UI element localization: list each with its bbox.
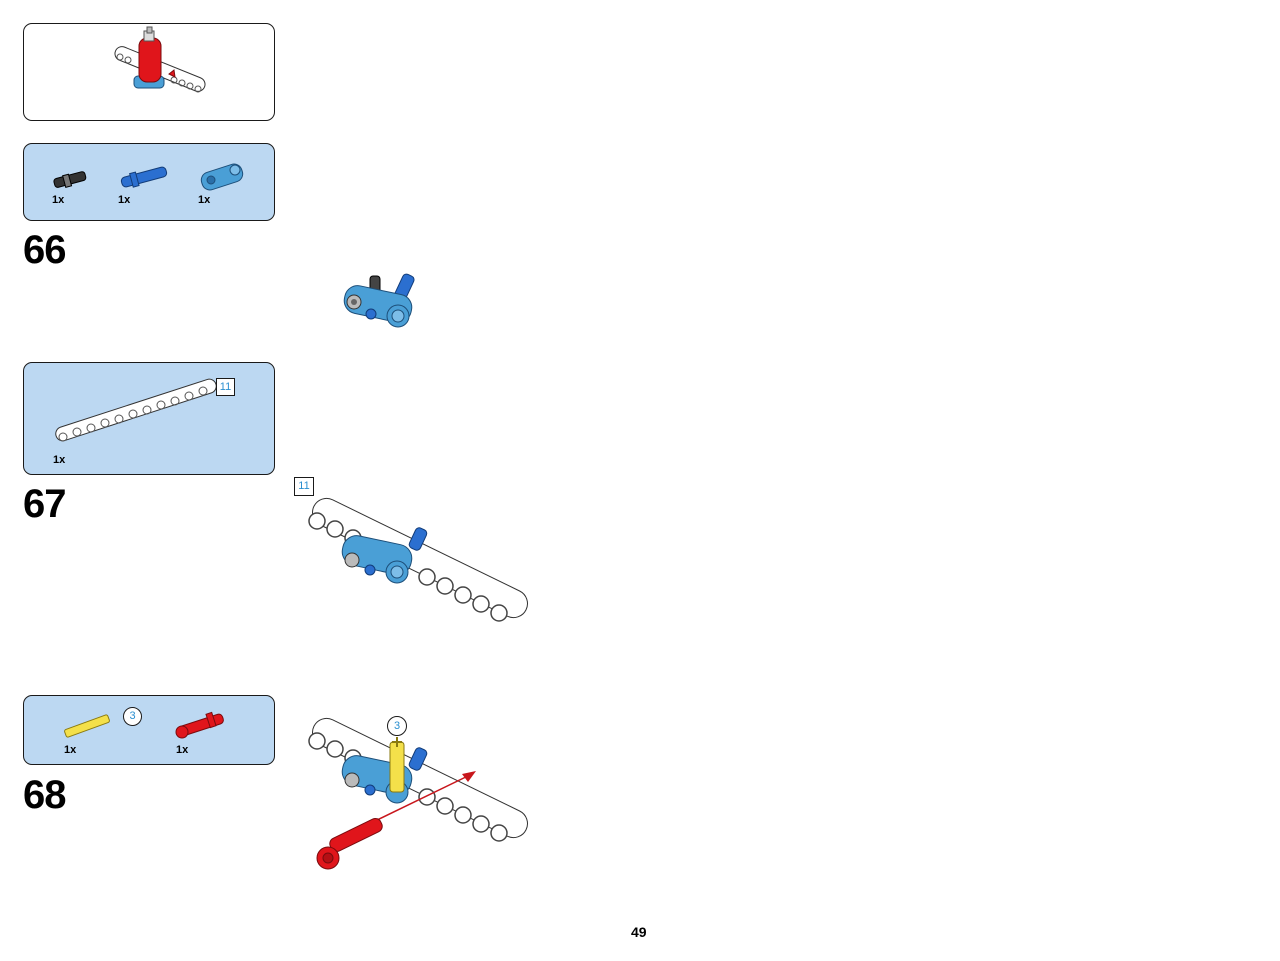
part-qty: 1x <box>198 194 211 206</box>
diagram-length-label: 11 <box>294 477 314 496</box>
parts-callout-step-68: 3 1x 1x <box>23 695 275 765</box>
part-qty: 1x <box>64 744 77 756</box>
step-67-assembly-illustration <box>308 497 528 622</box>
red-axle-pin-icon <box>175 711 224 739</box>
result-assembly-illustration <box>114 26 206 93</box>
step-68-assembly-illustration <box>308 717 528 870</box>
previous-result-callout <box>23 23 275 121</box>
step-number: 66 <box>23 228 66 272</box>
part-qty: 1x <box>118 194 131 206</box>
azure-cross-block-icon <box>200 163 244 191</box>
page-number: 49 <box>631 924 647 940</box>
step-66-assembly-illustration <box>343 273 415 328</box>
parts-callout-step-66: 1x 1x 1x <box>23 143 275 221</box>
step-number: 67 <box>23 482 66 526</box>
axle-length-label: 3 <box>123 707 142 726</box>
part-qty: 1x <box>53 454 66 466</box>
parts-callout-step-67: 11 1x <box>23 362 275 475</box>
part-qty: 1x <box>52 194 65 206</box>
yellow-axle-icon <box>64 714 110 738</box>
part-qty: 1x <box>176 744 189 756</box>
beam-length-label: 11 <box>216 378 235 396</box>
blue-axle-pin-icon <box>120 166 168 188</box>
black-connector-icon <box>53 171 87 188</box>
white-beam-icon <box>55 378 217 442</box>
step-number: 68 <box>23 773 66 817</box>
diagram-length-label: 3 <box>387 716 407 736</box>
